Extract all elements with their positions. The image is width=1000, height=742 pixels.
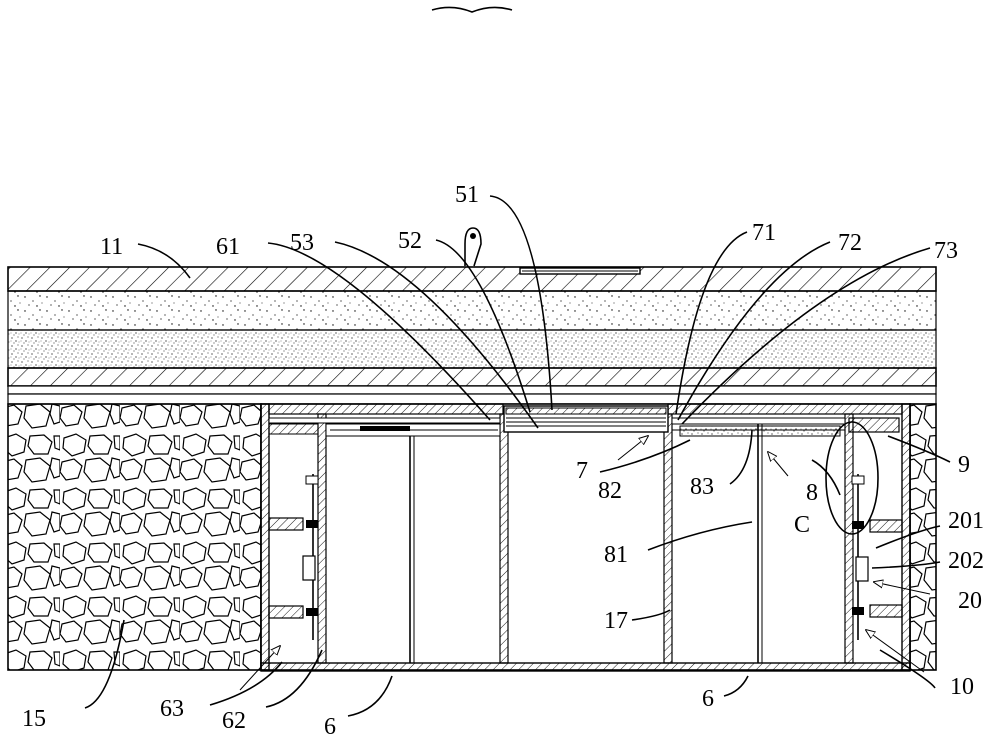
arrow-10 — [866, 630, 925, 673]
label-71: 71 — [752, 220, 776, 246]
culvert-box — [260, 403, 911, 672]
component-9 — [848, 417, 900, 433]
arrow-8 — [768, 452, 789, 477]
top-break-mark — [431, 6, 513, 13]
label-201: 201 — [948, 508, 984, 534]
fine-aggregate-layer — [7, 329, 937, 369]
label-8: 8 — [806, 480, 818, 506]
top-slab-left — [268, 403, 504, 415]
arrow-20 — [874, 582, 931, 595]
label-83: 83 — [690, 474, 714, 500]
label-202: 202 — [948, 548, 984, 574]
reference-labels: 11 61 53 52 51 71 72 73 9 7 82 83 8 81 C… — [22, 182, 984, 740]
label-6-left: 6 — [324, 714, 336, 740]
left-side-mechanism — [268, 474, 319, 640]
arrow-7 — [617, 436, 648, 461]
label-61: 61 — [216, 234, 240, 260]
label-17: 17 — [604, 608, 628, 634]
label-52: 52 — [398, 228, 422, 254]
partition-62 — [317, 413, 327, 664]
partition-center-left — [499, 413, 509, 664]
arrow-63 — [239, 646, 280, 691]
road-layers — [7, 227, 937, 405]
label-7: 7 — [576, 458, 588, 484]
left-outer-wall — [260, 403, 270, 671]
actuator-202 — [855, 556, 869, 582]
base-hatched-layer — [7, 367, 937, 387]
label-82: 82 — [598, 478, 622, 504]
label-51: 51 — [455, 182, 479, 208]
leader-lines — [84, 195, 951, 717]
bottom-slab — [260, 662, 911, 672]
detail-c-marker — [825, 421, 879, 535]
asphalt-layer-11 — [7, 266, 937, 292]
label-72: 72 — [838, 230, 862, 256]
label-20: 20 — [958, 588, 982, 614]
label-10: 10 — [950, 674, 974, 700]
top-slab-right — [667, 403, 903, 415]
label-6-right: 6 — [702, 686, 714, 712]
label-53: 53 — [290, 230, 314, 256]
rubble-fill-left — [7, 403, 262, 671]
label-c: C — [794, 512, 810, 538]
label-62: 62 — [222, 708, 246, 734]
label-11: 11 — [100, 234, 123, 260]
label-9: 9 — [958, 452, 970, 478]
rubble-fill-right — [909, 403, 937, 671]
label-73: 73 — [934, 238, 958, 264]
concrete-layer — [7, 290, 937, 331]
lifting-eye — [464, 227, 482, 267]
right-side-mechanism — [851, 474, 903, 640]
partition-right — [844, 413, 854, 664]
label-81: 81 — [604, 542, 628, 568]
label-15: 15 — [22, 706, 46, 732]
label-63: 63 — [160, 696, 184, 722]
arrows — [239, 436, 931, 691]
membrane-layer — [7, 385, 937, 395]
